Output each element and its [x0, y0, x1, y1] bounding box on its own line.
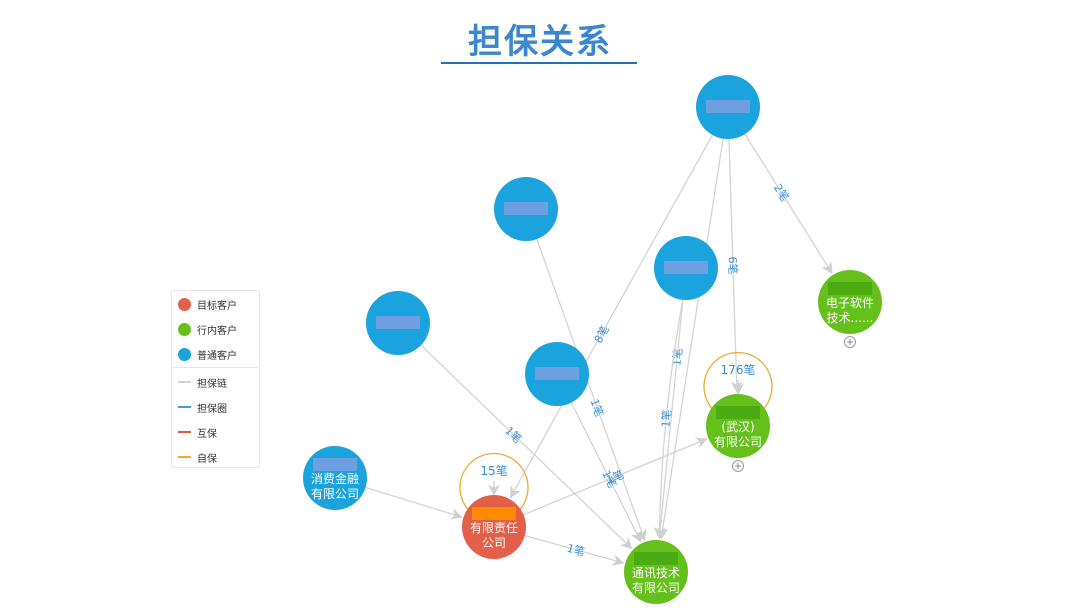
edge-line	[365, 486, 463, 520]
graph-node-normal[interactable]	[525, 342, 589, 406]
self-loop[interactable]: 15笔	[459, 452, 529, 516]
node-label: 通讯技术	[632, 566, 680, 580]
graph-node-normal[interactable]	[696, 75, 760, 139]
edge-label: 1笔	[669, 347, 685, 366]
graph-node-bank[interactable]: (武汉)有限公司	[706, 394, 770, 472]
self-loop-arc	[459, 452, 529, 516]
legend-dot-bank	[178, 322, 191, 336]
self-loop[interactable]: 176笔	[703, 351, 773, 415]
guarantee-edge[interactable]	[657, 138, 724, 540]
edge-line	[657, 138, 724, 540]
legend-dot-target	[178, 297, 191, 311]
title-underline	[441, 62, 637, 64]
legend-line-chain	[178, 381, 191, 383]
edge-line	[744, 133, 833, 275]
node-label: (武汉)	[721, 420, 754, 434]
legend-item-normal[interactable]: 普通客户	[178, 346, 237, 362]
edge-line	[570, 402, 642, 543]
node-label: 有限公司	[311, 487, 359, 501]
node-label: 有限公司	[714, 435, 762, 449]
self-loop-label: 15笔	[480, 463, 507, 478]
redacted-name-block	[376, 316, 420, 329]
edge-line	[523, 437, 708, 516]
guarantee-edge[interactable]: 1笔	[536, 238, 647, 542]
legend-line-circle	[178, 406, 191, 408]
graph-node-normal[interactable]	[366, 291, 430, 355]
plus-glyph	[735, 463, 741, 469]
legend-label: 行内客户	[197, 325, 237, 337]
edge-line	[728, 138, 743, 394]
guarantee-edge[interactable]: 1笔	[523, 437, 708, 516]
node-label: 技术......	[827, 311, 874, 325]
edge-label: 8笔	[591, 323, 612, 346]
legend-line-mutual	[178, 431, 191, 433]
legend-item-self[interactable]: 自保	[178, 449, 217, 465]
legend-label: 担保链	[197, 378, 227, 390]
legend-item-target[interactable]: 目标客户	[178, 296, 237, 312]
graph-node-normal[interactable]	[654, 236, 718, 300]
legend-label: 目标客户	[197, 300, 237, 312]
edge-label: 6笔	[726, 256, 741, 274]
page-title: 担保关系	[468, 22, 612, 62]
guarantee-edge[interactable]: 1笔	[653, 299, 684, 540]
legend-item-chain[interactable]: 担保链	[178, 374, 227, 390]
legend-label: 普通客户	[197, 350, 237, 362]
guarantee-edge[interactable]: 1笔	[570, 402, 642, 543]
edge-line	[509, 134, 713, 499]
legend-line-self	[178, 456, 191, 458]
redacted-name-block	[716, 406, 760, 419]
legend-panel: 目标客户 行内客户 普通客户 担保链 担保圈 互保 自保	[171, 290, 260, 468]
guarantee-edge[interactable]	[365, 486, 463, 520]
edge-line	[654, 299, 684, 540]
legend-dot-normal	[178, 347, 191, 361]
edge-line	[653, 299, 684, 540]
legend-divider	[173, 367, 258, 368]
legend-item-circle[interactable]: 担保圈	[178, 399, 227, 415]
node-label: 消费金融	[311, 471, 359, 486]
redacted-name-block	[504, 202, 548, 215]
self-loop-label: 176笔	[721, 362, 756, 377]
redacted-name-block	[828, 282, 872, 295]
legend-label: 互保	[197, 428, 217, 440]
redacted-name-block	[313, 458, 357, 471]
edge-label: 1笔	[604, 467, 626, 487]
edge-label: 2笔	[771, 181, 792, 204]
legend-label: 自保	[197, 453, 217, 465]
graph-node-normal[interactable]	[494, 177, 558, 241]
self-loop-arc	[703, 351, 773, 415]
edge-line	[420, 344, 633, 550]
node-label: 有限公司	[632, 581, 680, 595]
guarantee-edge[interactable]: 2笔	[744, 133, 833, 275]
legend-item-mutual[interactable]: 互保	[178, 424, 217, 440]
node-label: 电子软件	[826, 296, 874, 310]
redacted-name-block	[634, 552, 678, 565]
redacted-name-block	[664, 261, 708, 274]
edge-label: 1笔	[658, 409, 674, 428]
node-label: 公司	[482, 536, 506, 550]
graph-node-bank[interactable]: 电子软件技术......	[818, 270, 882, 348]
redacted-name-block	[535, 367, 579, 380]
redacted-name-block	[706, 100, 750, 113]
guarantee-edge[interactable]: 1笔	[524, 534, 625, 566]
edge-label: 1笔	[588, 397, 607, 419]
node-label: 有限责任	[470, 521, 518, 535]
legend-label: 担保圈	[197, 403, 227, 415]
legend-item-bank[interactable]: 行内客户	[178, 321, 237, 337]
edge-label: 1笔	[565, 541, 586, 559]
guarantee-edge[interactable]: 6笔	[726, 138, 743, 394]
plus-glyph	[847, 339, 853, 345]
edge-line	[536, 238, 647, 542]
edge-line	[524, 534, 625, 566]
redacted-name-block	[472, 507, 516, 520]
